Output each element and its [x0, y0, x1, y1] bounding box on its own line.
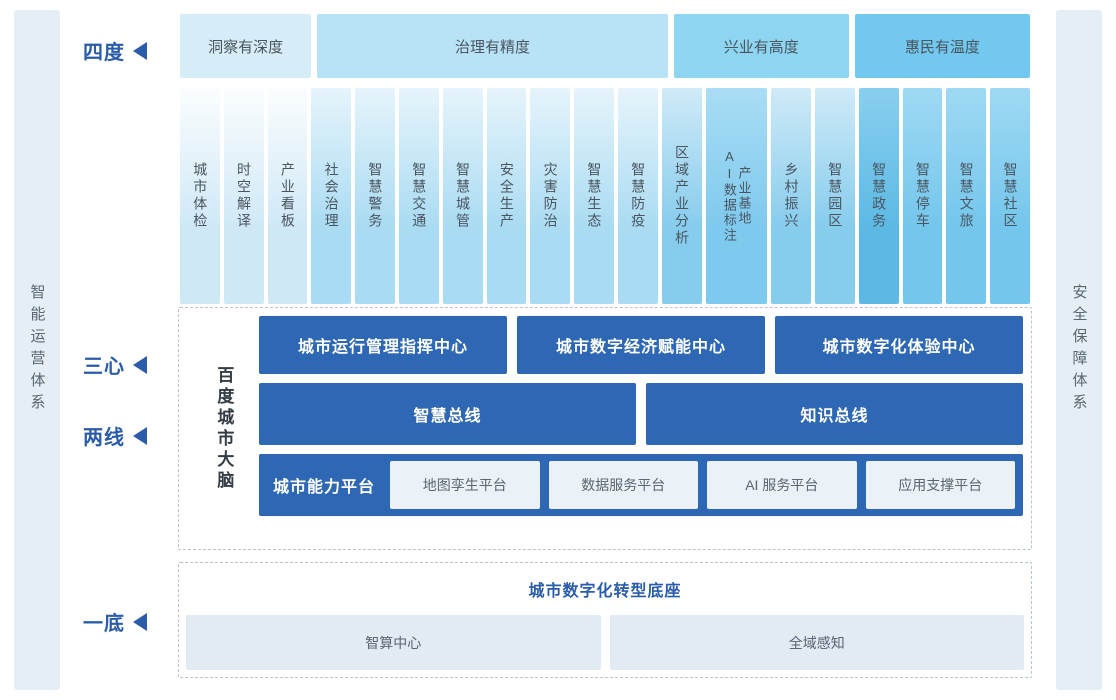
capability-column[interactable]: 安全生产 [486, 88, 527, 304]
foundation-title: 城市数字化转型底座 [528, 583, 682, 600]
row-label-liangxian: 两线 [83, 421, 147, 450]
capability-column[interactable]: 智慧城管 [442, 88, 483, 304]
capability-column-row: 城市体检 时空解译 产业看板 社会治理 智慧警务 智慧交通 智慧城管 安全生产 灾害防治 智慧生态… [180, 88, 1031, 304]
capability-column[interactable]: 社会治理 [311, 88, 352, 304]
capability-column[interactable]: 智慧防疫 [617, 88, 658, 304]
platform-chip[interactable]: AI 服务平台 [707, 461, 857, 509]
capability-column-label: 智慧停车 [914, 162, 931, 230]
capability-column[interactable]: 区域产业分析 [661, 88, 702, 304]
capability-column-label: 安全生产 [498, 162, 515, 230]
row-label-yidi-text: 一底 [83, 613, 125, 635]
city-brain-block: 百度城市大脑 城市运行管理指挥中心城市数字经济赋能中心城市数字化体验中心 智慧总… [178, 307, 1032, 550]
center-box[interactable]: 城市数字化体验中心 [775, 316, 1023, 374]
row-label-sidu-text: 四度 [83, 42, 125, 64]
capability-column-label: 区域产业分析 [674, 145, 690, 247]
category-banner[interactable]: 治理有精度 [317, 14, 668, 78]
city-brain-title-text: 百度城市大脑 [214, 365, 234, 492]
center-box[interactable]: 城市运行管理指挥中心 [259, 316, 507, 374]
capability-column[interactable]: 智慧停车 [902, 88, 943, 304]
capability-column[interactable]: 智慧政务 [858, 88, 899, 304]
capability-column[interactable]: 灾害防治 [530, 88, 571, 304]
capability-column-label: 乡村振兴 [783, 162, 800, 230]
capability-column[interactable]: AI数据标注产业基地 [705, 88, 768, 304]
foundation-chip-row: 智算中心全域感知 [186, 615, 1024, 670]
capability-column-label: 智慧政务 [871, 162, 888, 230]
capability-column-label: 灾害防治 [542, 162, 559, 230]
capability-column-label: 城市体检 [192, 162, 209, 230]
capability-column-label: 时空解译 [236, 162, 253, 230]
category-banner[interactable]: 洞察有深度 [180, 14, 312, 78]
row-label-yidi: 一底 [83, 607, 147, 636]
capability-column[interactable]: 乡村振兴 [771, 88, 812, 304]
capability-column-label: 智慧生态 [586, 162, 603, 230]
bus-row: 智慧总线知识总线 [259, 383, 1023, 445]
category-banner[interactable]: 兴业有高度 [673, 14, 849, 78]
arrow-left-icon [133, 426, 147, 445]
capability-column[interactable]: 智慧社区 [990, 88, 1031, 304]
capability-column-label: 智慧文旅 [958, 162, 975, 230]
centers-row: 城市运行管理指挥中心城市数字经济赋能中心城市数字化体验中心 [259, 316, 1023, 374]
center-box[interactable]: 城市数字经济赋能中心 [517, 316, 765, 374]
row-label-sanxin: 三心 [83, 350, 147, 379]
row-label-sidu: 四度 [83, 36, 147, 65]
foundation-chip[interactable]: 全域感知 [609, 615, 1024, 670]
city-brain-content: 城市运行管理指挥中心城市数字经济赋能中心城市数字化体验中心 智慧总线知识总线 城… [259, 316, 1023, 541]
arrow-left-icon [133, 355, 147, 374]
capability-column-label: 智慧交通 [411, 162, 428, 230]
arrow-left-icon [133, 612, 147, 631]
left-rail-label: 智能运营体系 [28, 284, 46, 416]
city-brain-title: 百度城市大脑 [187, 316, 259, 541]
capability-column[interactable]: 智慧警务 [355, 88, 395, 304]
platform-chip[interactable]: 数据服务平台 [548, 461, 699, 509]
capability-column[interactable]: 智慧文旅 [946, 88, 987, 304]
row-label-liangxian-text: 两线 [83, 427, 125, 449]
capability-column[interactable]: 智慧园区 [815, 88, 855, 304]
foundation-block: 城市数字化转型底座 智算中心全域感知 [178, 562, 1032, 678]
capability-column[interactable]: 智慧生态 [574, 88, 614, 304]
capability-column-label: 产业看板 [279, 162, 296, 230]
capability-column-label: 智慧园区 [827, 162, 844, 230]
capability-column-label: 智慧防疫 [630, 162, 647, 230]
capability-column-label: 智慧城管 [455, 162, 472, 230]
capability-column-label: AI数据标注 [721, 149, 737, 243]
capability-column[interactable]: 智慧交通 [398, 88, 439, 304]
platform-chip[interactable]: 应用支撑平台 [865, 461, 1016, 509]
platform-chip[interactable]: 地图孪生平台 [390, 461, 540, 509]
right-rail-security-assurance: 安全保障体系 [1056, 10, 1102, 690]
category-banner[interactable]: 惠民有温度 [854, 14, 1030, 78]
bus-box[interactable]: 知识总线 [646, 383, 1023, 445]
capability-column-label: 智慧警务 [367, 162, 384, 230]
arrow-left-icon [133, 41, 147, 60]
bus-box[interactable]: 智慧总线 [259, 383, 636, 445]
capability-column-label: 智慧社区 [1002, 162, 1019, 230]
foundation-chip[interactable]: 智算中心 [186, 615, 601, 670]
row-label-sanxin-text: 三心 [83, 356, 125, 378]
capability-column[interactable]: 产业看板 [267, 88, 308, 304]
platform-row-title: 城市能力平台 [273, 479, 376, 496]
capability-column[interactable]: 时空解译 [223, 88, 264, 304]
right-rail-label: 安全保障体系 [1070, 284, 1088, 416]
left-rail-intelligent-operations: 智能运营体系 [14, 10, 60, 690]
capability-column-label: 社会治理 [323, 162, 340, 230]
category-banner-row: 洞察有深度治理有精度兴业有高度惠民有温度 [180, 14, 1030, 78]
capability-column-label-secondary: 产业基地 [736, 166, 752, 226]
capability-column[interactable]: 城市体检 [180, 88, 220, 304]
